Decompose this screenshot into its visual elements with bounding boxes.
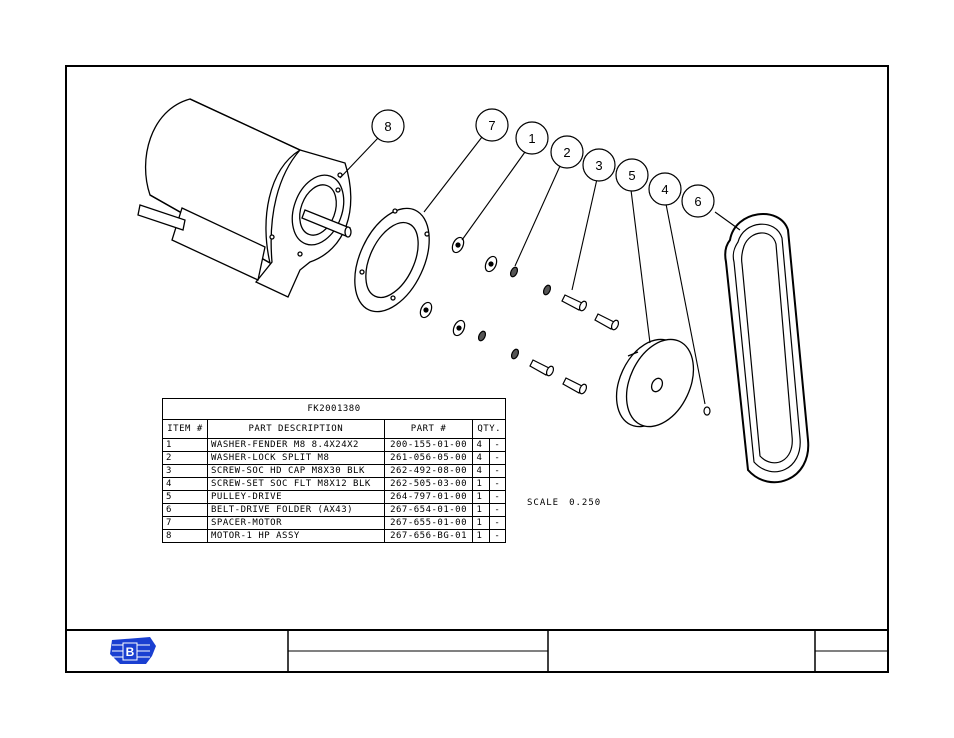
logo-letter: B <box>126 645 135 659</box>
bom-header-qty: QTY. <box>472 419 506 439</box>
belt-part <box>724 213 810 484</box>
callout-balloons: 8 7 1 2 3 5 4 6 <box>371 108 715 218</box>
bom-part-cell: 261-056-05-00 <box>383 451 474 465</box>
bom-item-cell: 7 <box>162 516 208 530</box>
bom-qty-cell: 1 <box>472 529 490 543</box>
bom-description-cell: SCREW-SET SOC FLT M8X12 BLK <box>207 477 385 491</box>
bom-item-cell: 4 <box>162 477 208 491</box>
bom-item-cell: 5 <box>162 490 208 504</box>
scale-label: SCALE <box>527 498 560 508</box>
scale-note: SCALE 0.250 <box>527 498 601 508</box>
bom-part-cell: 267-655-01-00 <box>383 516 474 530</box>
bom-description-cell: SPACER-MOTOR <box>207 516 385 530</box>
bom-description-cell: BELT-DRIVE FOLDER (AX43) <box>207 503 385 517</box>
bom-part-cell: 267-654-01-00 <box>383 503 474 517</box>
bom-header-item: ITEM # <box>162 419 208 439</box>
bom-qty-cell: 1 <box>472 503 490 517</box>
callout-2: 2 <box>550 135 584 169</box>
bom-description-cell: WASHER-LOCK SPLIT M8 <box>207 451 385 465</box>
bom-extra-cell: - <box>488 503 507 517</box>
bom-item-cell: 1 <box>162 438 208 452</box>
callout-6-label: 6 <box>694 194 701 209</box>
bom-part-cell: 262-492-08-00 <box>383 464 474 478</box>
callout-1-label: 1 <box>528 131 535 146</box>
bom-header-description: PART DESCRIPTION <box>207 419 385 439</box>
bom-header-part: PART # <box>383 419 474 439</box>
bom-item-cell: 3 <box>162 464 208 478</box>
leader-lines <box>339 136 741 405</box>
bom-qty-cell: 1 <box>472 477 490 491</box>
callout-4-label: 4 <box>661 182 668 197</box>
bom-extra-cell: - <box>488 516 507 530</box>
callout-7-label: 7 <box>488 118 495 133</box>
bom-description-cell: WASHER-FENDER M8 8.4X24X2 <box>207 438 385 452</box>
bom-description-cell: MOTOR-1 HP ASSY <box>207 529 385 543</box>
callout-8-label: 8 <box>384 119 391 134</box>
callout-5-label: 5 <box>628 168 635 183</box>
callout-5: 5 <box>615 158 649 192</box>
hardware-parts <box>419 236 711 416</box>
callout-1: 1 <box>515 121 549 155</box>
callout-7: 7 <box>475 108 509 142</box>
callout-4: 4 <box>648 172 682 206</box>
company-logo: B <box>110 637 156 664</box>
bom-item-cell: 8 <box>162 529 208 543</box>
callout-3: 3 <box>582 148 616 182</box>
bom-qty-cell: 1 <box>472 490 490 504</box>
bom-description-cell: SCREW-SOC HD CAP M8X30 BLK <box>207 464 385 478</box>
motor-part <box>137 98 352 298</box>
callout-2-label: 2 <box>563 145 570 160</box>
bom-extra-cell: - <box>488 490 507 504</box>
bom-description-cell: PULLEY-DRIVE <box>207 490 385 504</box>
scale-value: 0.250 <box>569 498 602 508</box>
bom-part-cell: 262-505-03-00 <box>383 477 474 491</box>
pulley-part <box>615 338 695 428</box>
bom-qty-cell: 1 <box>472 516 490 530</box>
bom-part-cell: 264-797-01-00 <box>383 490 474 504</box>
sheet-border <box>65 65 889 673</box>
title-block <box>66 629 888 672</box>
bom-qty-cell: 4 <box>472 451 490 465</box>
callout-6: 6 <box>681 184 715 218</box>
bill-of-materials: FK2001380 ITEM # PART DESCRIPTION PART #… <box>162 398 507 543</box>
bom-part-cell: 267-656-BG-01 <box>383 529 474 543</box>
bom-part-cell: 200-155-01-00 <box>383 438 474 452</box>
bom-extra-cell: - <box>488 451 507 465</box>
spacer-part <box>354 207 430 313</box>
bom-extra-cell: - <box>488 529 507 543</box>
callout-3-label: 3 <box>595 158 602 173</box>
bom-extra-cell: - <box>488 438 507 452</box>
bom-extra-cell: - <box>488 464 507 478</box>
bom-qty-cell: 4 <box>472 438 490 452</box>
callout-8: 8 <box>371 109 405 143</box>
bom-title: FK2001380 <box>162 398 506 420</box>
bom-item-cell: 2 <box>162 451 208 465</box>
bom-item-cell: 6 <box>162 503 208 517</box>
bom-extra-cell: - <box>488 477 507 491</box>
bom-qty-cell: 4 <box>472 464 490 478</box>
